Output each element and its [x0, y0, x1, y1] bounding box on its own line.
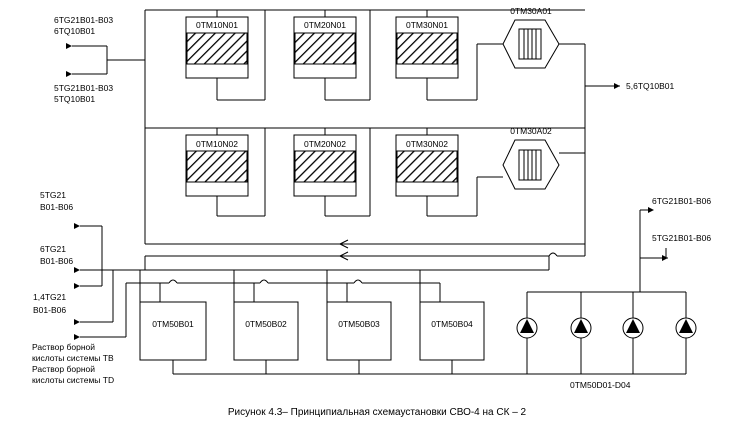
filter-0tm10n02: 0TM10N02 — [185, 134, 249, 197]
pump-4 — [675, 317, 697, 339]
filter-0tm30n01: 0TM30N01 — [395, 16, 459, 79]
filter-0tm20n01: 0TM20N01 — [293, 16, 357, 79]
inlet-label-top-1b: 6TQ10B01 — [54, 26, 95, 36]
boric-label-tb-2: кислоты системы TB — [32, 353, 114, 363]
tank-label: 0TM50B03 — [338, 319, 380, 329]
inlet-label-mid-1b: B01-B06 — [40, 202, 73, 212]
tank-0tm50b04: 0TM50B04 — [419, 301, 485, 361]
filter-label: 0TM10N01 — [196, 20, 238, 30]
inlet-label-mid-1a: 5TG21 — [40, 190, 66, 200]
tank-label: 0TM50B01 — [152, 319, 194, 329]
pump-1 — [516, 317, 538, 339]
filter-0tm20n02: 0TM20N02 — [293, 134, 357, 197]
inlet-label-mid-3b: B01-B06 — [33, 305, 66, 315]
tank-0tm50b03: 0TM50B03 — [326, 301, 392, 361]
exchanger-label: 0TM30A01 — [510, 6, 552, 16]
filter-label: 0TM20N01 — [304, 20, 346, 30]
exchanger-label: 0TM30A02 — [510, 126, 552, 136]
outlet-label-1: 5,6TQ10B01 — [626, 81, 674, 91]
filter-0tm10n01: 0TM10N01 — [185, 16, 249, 79]
tank-0tm50b01: 0TM50B01 — [139, 301, 207, 361]
figure-caption: Рисунок 4.3– Принципиальная схемаустанов… — [228, 407, 527, 418]
boric-label-tb-1: Раствор борной — [32, 342, 95, 352]
heat-exchanger-0tm30a01: 0TM30A01 — [502, 6, 560, 69]
inlet-arrows — [66, 43, 654, 340]
tank-label: 0TM50B02 — [245, 319, 287, 329]
filter-0tm30n02: 0TM30N02 — [395, 134, 459, 197]
pumps-label: 0TM50D01-D04 — [570, 380, 631, 390]
tank-label: 0TM50B04 — [431, 319, 473, 329]
filter-label: 0TM30N02 — [406, 139, 448, 149]
inlet-label-mid-2a: 6TG21 — [40, 244, 66, 254]
inlet-label-mid-2b: B01-B06 — [40, 256, 73, 266]
piping — [72, 9, 687, 375]
boric-label-td-1: Раствор борной — [32, 364, 95, 374]
filter-label: 0TM10N02 — [196, 139, 238, 149]
outlet-label-2: 6TG21B01-B06 — [652, 196, 711, 206]
heat-exchanger-0tm30a02: 0TM30A02 — [502, 126, 560, 190]
inlet-label-top-2a: 5TG21B01-B03 — [54, 83, 113, 93]
pump-2 — [570, 317, 592, 339]
boric-label-td-2: кислоты системы TD — [32, 375, 114, 385]
filter-label: 0TM30N01 — [406, 20, 448, 30]
pump-3 — [622, 317, 644, 339]
inlet-label-mid-3a: 1,4TG21 — [33, 292, 66, 302]
outlet-label-3: 5TG21B01-B06 — [652, 233, 711, 243]
inlet-label-top-1a: 6TG21B01-B03 — [54, 15, 113, 25]
inlet-label-top-2b: 5TQ10B01 — [54, 94, 95, 104]
tank-0tm50b02: 0TM50B02 — [233, 301, 299, 361]
filter-label: 0TM20N02 — [304, 139, 346, 149]
